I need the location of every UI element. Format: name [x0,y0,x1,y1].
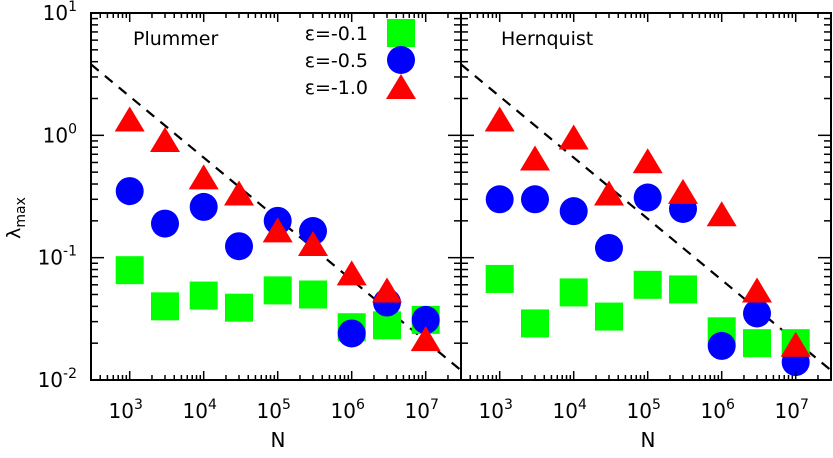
square-marker [743,329,771,358]
square-marker [263,276,292,305]
triangle-marker [262,217,293,243]
circle-marker [115,177,144,206]
circle-marker [225,232,253,261]
legend-square-icon [387,19,415,47]
y-tick-label: 101 [43,0,77,25]
square-marker [485,264,514,293]
legend: ε=-0.1 ε=-0.5 ε=-1.0 [305,19,416,99]
panel-hernquist: 103 104 105 106 107 Hernquist [460,12,832,423]
x-tick-label: 105 [627,397,661,423]
x-tick-label: 105 [257,397,291,423]
x-tick-label: 103 [479,397,513,423]
circle-marker [743,299,771,328]
panel-title: Hernquist [501,28,593,50]
triangle-marker [668,178,698,204]
reference-line-dashed [461,63,831,372]
panel-plummer: 103 104 105 106 107 Plummer [90,12,462,423]
data-markers [484,106,811,377]
x-tick-label: 103 [109,397,143,423]
triangle-marker [336,260,367,286]
square-marker [225,293,253,322]
axes-frame [460,12,832,381]
y-tick-label: 10-2 [38,366,77,392]
y-tick-label: 100 [43,121,77,147]
triangle-marker [188,164,219,190]
square-marker [595,302,623,331]
legend-circle-icon [387,46,415,74]
triangle-marker [150,126,180,152]
y-axis-tick-labels: 10-2 10-1 100 101 [38,0,77,392]
legend-label: ε=-1.0 [305,77,368,99]
triangle-marker [484,106,515,132]
circle-marker [707,331,736,360]
triangle-marker [298,230,328,256]
triangle-marker [594,180,624,206]
circle-marker [633,183,662,212]
square-marker [521,309,549,338]
triangle-marker [780,331,811,357]
y-axis-label-subscript: max [13,197,29,228]
circle-marker [559,197,588,226]
square-marker [115,256,144,285]
circle-marker [337,319,366,348]
data-markers [114,106,441,352]
x-tick-label: 107 [405,397,439,423]
x-axis-label-hernquist: N [641,428,656,452]
triangle-marker [520,145,550,171]
triangle-marker [372,277,402,303]
legend-label: ε=-0.5 [305,50,368,72]
triangle-marker [632,148,663,174]
triangle-marker [410,326,441,352]
circle-marker [485,185,514,214]
x-tick-label: 104 [183,397,217,423]
triangle-marker [742,277,772,303]
triangle-marker [114,106,145,132]
circle-marker [411,305,440,334]
panels: 103 104 105 106 107 Plummer 103 104 105 106 107 Her… [90,12,832,423]
x-tick-label: 106 [701,397,735,423]
circle-marker [189,192,218,221]
square-marker [189,281,218,310]
legend-triangle-icon [386,74,416,99]
square-marker [633,270,662,299]
triangle-marker [558,124,589,150]
triangle-marker [224,180,254,206]
circle-marker [151,209,179,238]
square-marker [151,292,179,321]
x-tick-label: 106 [331,397,365,423]
panel-title: Plummer [133,28,218,50]
circle-marker [521,185,549,214]
square-marker [559,278,588,307]
y-tick-label: 10-1 [38,244,77,270]
x-tick-label: 107 [775,397,809,423]
square-marker [669,275,697,304]
x-axis-label-plummer: N [271,428,286,452]
square-marker [299,280,327,309]
y-axis-label: λmax [3,197,29,239]
legend-label: ε=-0.1 [305,23,368,45]
circle-marker [595,233,623,262]
triangle-marker [706,201,737,227]
x-tick-label: 104 [553,397,587,423]
y-axis-label-base: λ [3,228,25,239]
